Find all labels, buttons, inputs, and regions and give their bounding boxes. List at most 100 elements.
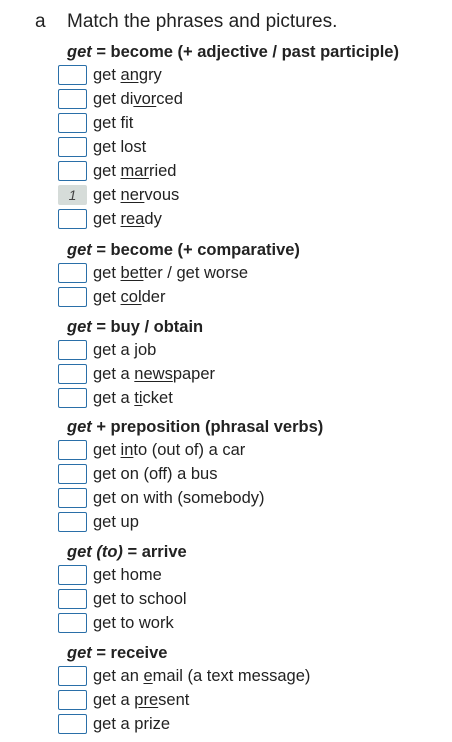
answer-box[interactable]: 1 <box>58 185 87 205</box>
answer-box[interactable] <box>58 340 87 360</box>
phrase-part: get a prize <box>93 714 171 733</box>
answer-box[interactable] <box>58 209 87 229</box>
phrase-text: get a prize <box>93 715 170 734</box>
heading-keyword: get <box>67 418 92 436</box>
stressed-syllable: news <box>134 364 173 383</box>
stressed-syllable: bet <box>120 263 144 282</box>
heading-keyword: get <box>67 318 92 336</box>
answer-box[interactable] <box>58 65 87 85</box>
heading-keyword: get <box>67 644 92 662</box>
phrase-row: get a present <box>58 688 448 712</box>
answer-box[interactable] <box>58 565 87 585</box>
stressed-syllable: e <box>143 666 153 685</box>
phrase-text: get colder <box>93 288 165 307</box>
phrase-text: get up <box>93 513 139 532</box>
phrase-part: to (out of) a car <box>133 440 246 459</box>
phrase-row: get into (out of) a car <box>58 438 448 462</box>
stressed-syllable: ti <box>134 388 143 407</box>
phrase-text: get fit <box>93 114 133 133</box>
answer-box[interactable] <box>58 714 87 734</box>
phrase-part: get a <box>93 388 135 407</box>
phrase-row: get lost <box>58 135 448 159</box>
phrase-part: vous <box>144 185 180 204</box>
phrase-part: get <box>93 65 121 84</box>
phrase-row: get on (off) a bus <box>58 462 448 486</box>
stressed-syllable: mar <box>120 161 149 180</box>
section: get = become (+ adjective / past partici… <box>58 41 448 231</box>
answer-box[interactable] <box>58 589 87 609</box>
phrase-text: get married <box>93 162 176 181</box>
phrase-part: get <box>93 161 121 180</box>
answer-box[interactable] <box>58 89 87 109</box>
heading-keyword: get <box>67 43 92 61</box>
phrase-row: get divorced <box>58 87 448 111</box>
stressed-syllable: ang <box>120 65 149 84</box>
heading-keyword: get (to) <box>67 543 123 561</box>
phrase-part: get a <box>93 690 135 709</box>
answer-box[interactable] <box>58 488 87 508</box>
answer-box[interactable] <box>58 287 87 307</box>
phrase-text: get a present <box>93 691 189 710</box>
phrase-text: get a job <box>93 341 156 360</box>
heading-meaning: = buy / obtain <box>91 318 204 336</box>
answer-box[interactable] <box>58 388 87 408</box>
phrase-text: get an email (a text message) <box>93 667 310 686</box>
section-heading: get = buy / obtain <box>67 316 448 338</box>
section-heading: get = become (+ comparative) <box>67 239 448 261</box>
phrase-text: get on with (somebody) <box>93 489 265 508</box>
section: get = buy / obtain get a job get a newspap… <box>58 316 448 410</box>
phrase-text: get ready <box>93 210 162 229</box>
phrase-row: get up <box>58 510 448 534</box>
heading-keyword: get <box>67 241 92 259</box>
phrase-part: get an <box>93 666 144 685</box>
phrase-row: get fit <box>58 111 448 135</box>
answer-box[interactable] <box>58 364 87 384</box>
stressed-syllable: col <box>120 287 142 306</box>
phrase-part: ced <box>156 89 183 108</box>
phrase-part: paper <box>172 364 216 383</box>
phrase-part: get lost <box>93 137 147 156</box>
phrase-text: get to work <box>93 614 174 633</box>
answer-box[interactable] <box>58 113 87 133</box>
phrase-text: get better / get worse <box>93 264 248 283</box>
phrase-text: get a ticket <box>93 389 173 408</box>
phrase-part: cket <box>142 388 173 407</box>
phrase-row: get colder <box>58 285 448 309</box>
answer-box[interactable] <box>58 137 87 157</box>
phrase-part: get a <box>93 364 135 383</box>
answer-box[interactable] <box>58 161 87 181</box>
answer-box[interactable] <box>58 613 87 633</box>
section: get + preposition (phrasal verbs)get int… <box>58 416 448 534</box>
section-heading: get = receive <box>67 642 448 664</box>
phrase-row: get a ticket <box>58 386 448 410</box>
phrase-part: ter / get worse <box>143 263 249 282</box>
answer-box[interactable] <box>58 263 87 283</box>
phrase-row: get on with (somebody) <box>58 486 448 510</box>
phrase-row: get ready <box>58 207 448 231</box>
phrase-row: get angry <box>58 63 448 87</box>
phrase-text: get nervous <box>93 186 179 205</box>
stressed-syllable: vor <box>133 89 157 108</box>
phrase-row: get a newspaper <box>58 362 448 386</box>
phrase-part: ry <box>148 65 162 84</box>
answer-box[interactable] <box>58 464 87 484</box>
section-heading: get (to) = arrive <box>67 541 448 563</box>
phrase-row: 1 get nervous <box>58 183 448 207</box>
phrase-row: get to work <box>58 611 448 635</box>
answer-box[interactable] <box>58 512 87 532</box>
phrase-part: sent <box>158 690 190 709</box>
answer-box[interactable] <box>58 690 87 710</box>
answer-box[interactable] <box>58 666 87 686</box>
stressed-syllable: pre <box>134 690 159 709</box>
phrase-row: get to school <box>58 587 448 611</box>
phrase-part: get a job <box>93 340 157 359</box>
heading-meaning: = become (+ comparative) <box>91 241 300 259</box>
phrase-text: get lost <box>93 138 146 157</box>
phrase-text: get divorced <box>93 90 183 109</box>
phrase-part: der <box>141 287 166 306</box>
phrase-part: get fit <box>93 113 134 132</box>
phrase-row: get a job <box>58 338 448 362</box>
section-heading: get + preposition (phrasal verbs) <box>67 416 448 438</box>
answer-box[interactable] <box>58 440 87 460</box>
